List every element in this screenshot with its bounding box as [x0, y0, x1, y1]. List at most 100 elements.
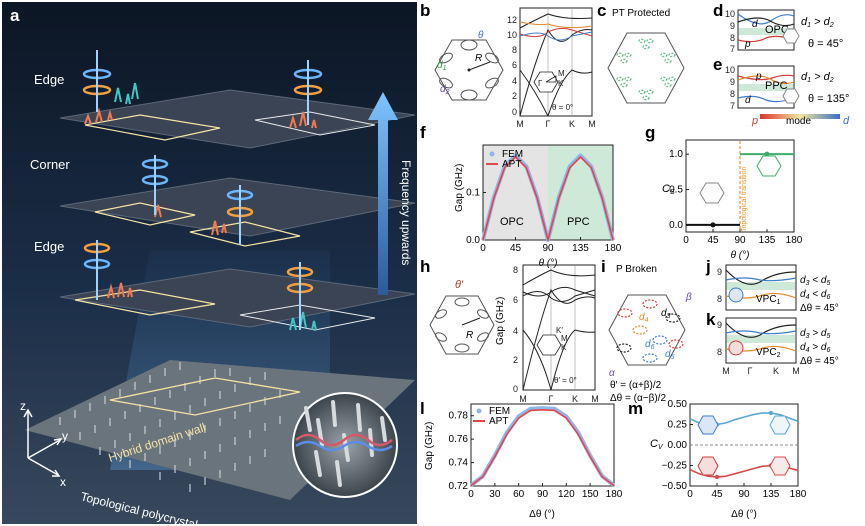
- m-ylabel: CV: [650, 438, 664, 451]
- svg-text:10: 10: [507, 30, 517, 40]
- l-series-APT: [470, 409, 615, 487]
- i-eq2: Δθ = (α−β)/2: [610, 393, 666, 404]
- m-ytick-label: 0.25: [668, 420, 688, 431]
- j-gap-band: [727, 282, 795, 290]
- l-ytick-label: 0.78: [449, 411, 469, 422]
- m-hex-4: [769, 456, 791, 476]
- svg-text:7: 7: [730, 44, 735, 54]
- m-ytick-label: 0.50: [668, 399, 688, 410]
- panel-h-label: h: [420, 257, 430, 276]
- svg-text:p: p: [744, 39, 751, 50]
- i-d5: d5: [665, 349, 675, 361]
- wave-blue: [295, 440, 393, 452]
- f-ytick-label: 0.1: [466, 188, 480, 199]
- svg-text:Γ: Γ: [549, 394, 554, 404]
- l-ytick-label: 0.76: [449, 434, 469, 445]
- svg-text:M: M: [792, 366, 800, 376]
- wave-red: [295, 433, 393, 447]
- g-xtick-label: 45: [707, 235, 719, 246]
- m-ytick-label: −0.25: [662, 461, 688, 472]
- panel-g-label: g: [645, 123, 655, 142]
- f-xtick-label: 45: [510, 243, 522, 254]
- svg-text:0: 0: [513, 384, 518, 394]
- panel-l-label: l: [420, 399, 425, 418]
- g-xtick-label: 90: [734, 235, 746, 246]
- f-xtick-label: 180: [605, 243, 622, 254]
- l-xtick-label: 150: [582, 489, 599, 500]
- panel-b-label: b: [420, 1, 430, 20]
- h-ylabel: Gap (GHz): [495, 297, 506, 345]
- svg-text:9: 9: [717, 320, 722, 330]
- svg-text:K: K: [569, 119, 575, 129]
- l-legend-fem: FEM: [489, 406, 510, 417]
- g-hex-icon-ppc: [756, 155, 782, 177]
- k-name: VPC2: [756, 347, 781, 359]
- j-name: VPC1: [756, 294, 781, 306]
- layer-edge-bottom: [59, 268, 416, 328]
- svg-text:M: M: [516, 119, 524, 129]
- h-r-vector: [461, 317, 481, 326]
- l-xtick-label: 60: [513, 489, 525, 500]
- b-band-frame: [519, 7, 593, 117]
- label-edge-bottom: Edge: [34, 239, 64, 254]
- panel-d: d 10 9 8 7 d p OPC d1 > d2 θ = 45°: [713, 1, 843, 54]
- svg-text:d: d: [752, 19, 758, 30]
- wall-outline-2: [254, 111, 376, 136]
- unit-cell-ellipses: [439, 39, 499, 101]
- svg-text:K′: K′: [556, 326, 563, 335]
- m-hex-1: [697, 415, 719, 435]
- svg-text:d: d: [745, 95, 751, 106]
- d-condition: d1 > d2: [801, 16, 834, 29]
- svg-text:10: 10: [725, 65, 735, 75]
- h-theta-eq: θ′ = 0°: [554, 376, 577, 385]
- svg-text:12: 12: [507, 15, 517, 25]
- i-eq1: θ′ = (α+β)/2: [610, 380, 662, 391]
- svg-text:10: 10: [725, 9, 735, 19]
- svg-text:d: d: [843, 115, 850, 127]
- m-hex-2: [769, 415, 791, 435]
- l-legend-fem-marker: [476, 408, 482, 414]
- g-ytick-label: 0.0: [669, 220, 683, 231]
- m-ytick-label: 0.00: [668, 440, 688, 451]
- f-ylabel: Gap (GHz): [454, 164, 465, 212]
- svg-text:2: 2: [512, 91, 517, 101]
- panel-e: e 10 9 8 7 p d PPC d1 > d2 θ = 135° p mo…: [713, 55, 850, 127]
- g-transition-label: Topological transition: [741, 167, 748, 232]
- c-hex: [607, 32, 685, 104]
- mode-colorbar: [760, 114, 840, 119]
- g-ytick-label: 1.0: [669, 149, 683, 160]
- l-xtick-label: 120: [558, 489, 575, 500]
- g-ytick-label: 0.5: [669, 185, 683, 196]
- svg-text:8: 8: [730, 33, 735, 43]
- d-name: OPC: [765, 24, 789, 36]
- l-xtick-label: 0: [468, 489, 474, 500]
- e-frame: [737, 65, 795, 109]
- g-xtick-label: 0: [683, 235, 689, 246]
- f-opc-label: OPC: [500, 216, 524, 228]
- panel-b: b R θ d1 d2 12 10 8 6 4 2 0 M Γ K M: [420, 1, 596, 129]
- svg-text:6: 6: [513, 295, 518, 305]
- m-ytick-label: −0.50: [662, 481, 688, 492]
- panel-f-label: f: [420, 123, 426, 142]
- m-hex-3: [697, 456, 719, 476]
- svg-text:M: M: [722, 366, 730, 376]
- h-ellipses: [435, 297, 489, 353]
- xyz-axes: [23, 408, 63, 477]
- b-xtick-labels: M Γ K M: [516, 119, 596, 129]
- l-xtick-label: 30: [489, 489, 501, 500]
- c-dashed-groups: [616, 38, 676, 101]
- svg-text:9: 9: [730, 77, 735, 87]
- label-edge-top: Edge: [34, 72, 64, 87]
- e-gap-band: [739, 84, 793, 91]
- f-xlabel: θ (°): [539, 258, 558, 269]
- i-d6: d6: [645, 339, 655, 351]
- panel-k: k 9 8 VPC2 M Γ K M d3 > d5 d4 > d6 Δθ = …: [706, 310, 839, 376]
- origin-dot: [467, 68, 471, 72]
- d-theta: θ = 45°: [808, 38, 843, 50]
- k-gap-band: [727, 335, 795, 343]
- f-legend-fem-marker: [489, 151, 495, 157]
- h-band-frame: [522, 264, 596, 391]
